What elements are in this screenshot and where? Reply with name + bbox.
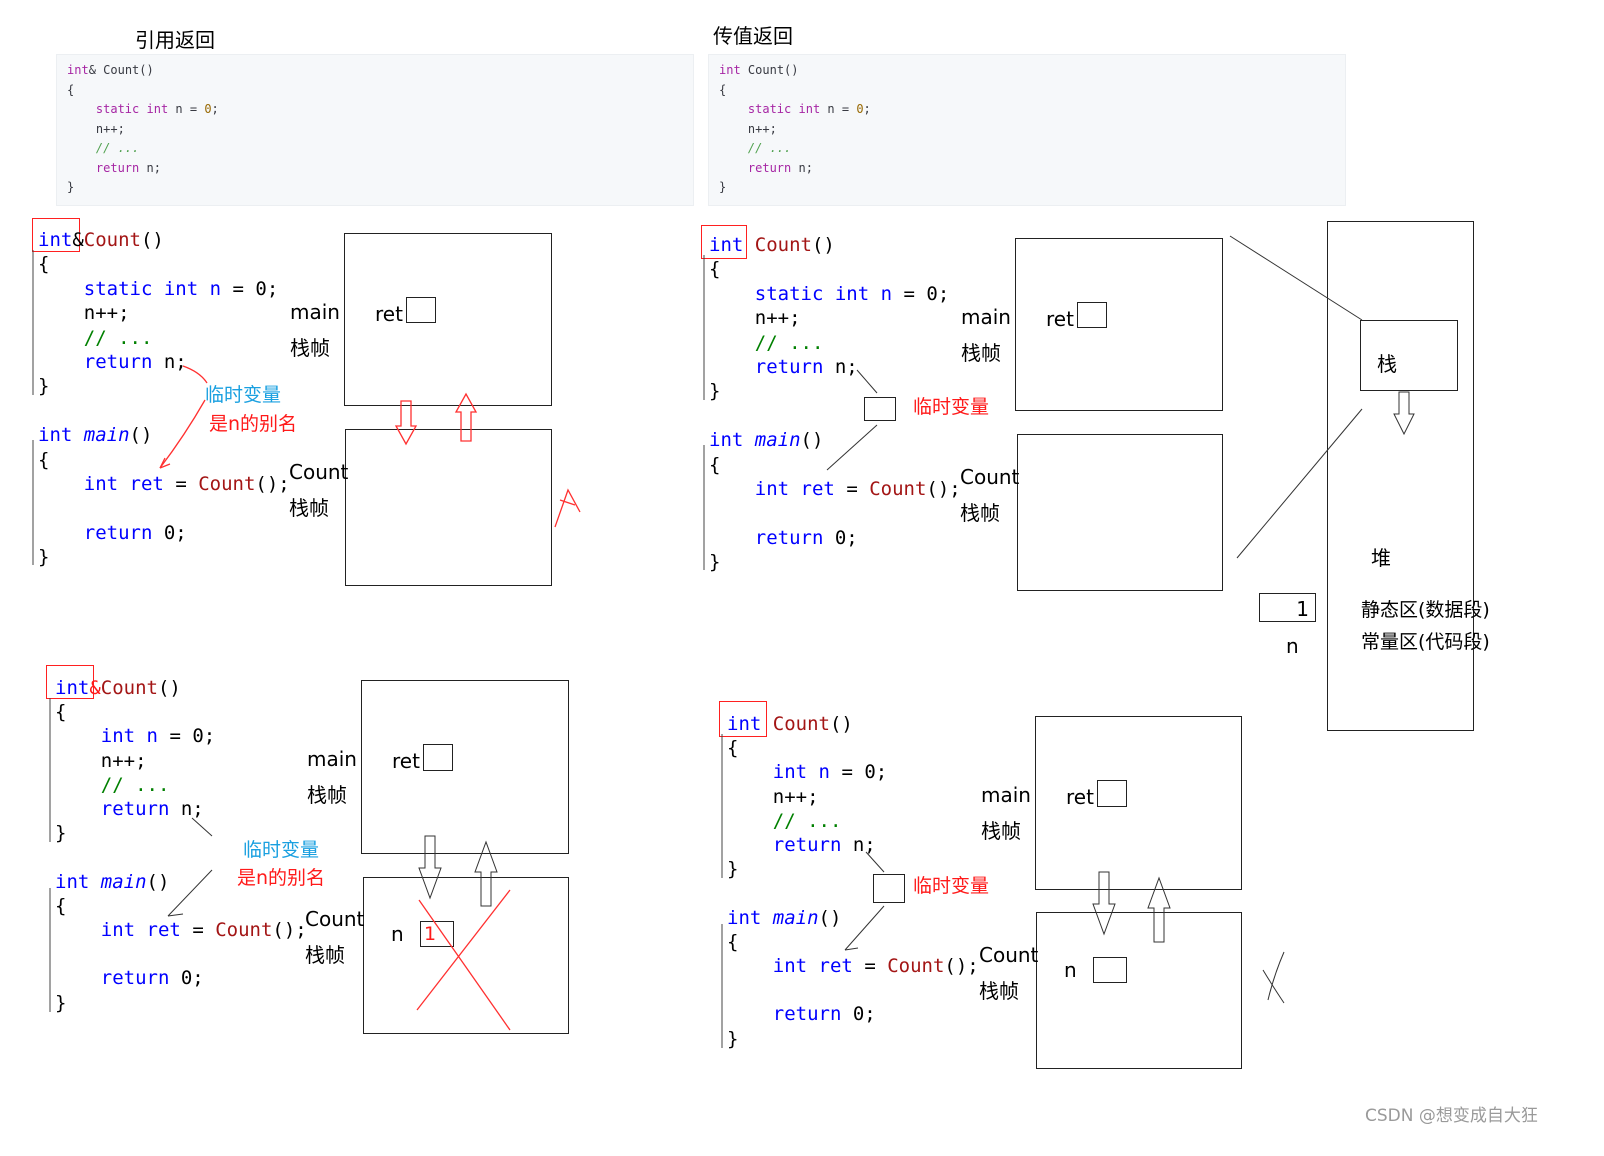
local-n-value: 1 [424,923,437,945]
connector-line [856,369,878,394]
pointer-head [844,947,859,951]
count-label: Count [305,907,365,931]
cross-mark [559,499,576,506]
main-stack-frame [344,233,552,406]
arrow-up [1147,876,1171,943]
const-area-label: 常量区(代码段) [1361,631,1490,653]
temp-var-note: 临时变量 [243,839,320,861]
count-stack-frame [363,877,569,1034]
ret-cell [423,744,453,771]
static-n-value: 1 [1296,597,1309,621]
local-n-cell [1093,957,1127,983]
connector-line [1236,408,1363,559]
pointer-line [182,365,208,384]
main-label: main [307,747,357,771]
arrow-down [418,835,442,900]
static-area-label: 静态区(数据段) [1361,599,1490,621]
ret-label: ret [375,302,403,326]
frame-label: 栈帧 [979,979,1019,1003]
highlight-box [46,665,94,699]
count-stack-frame [345,429,552,586]
ret-cell [1097,780,1127,807]
count-label: Count [289,460,349,484]
main-stack-frame [361,680,569,854]
frame-label: 栈帧 [305,943,345,967]
watermark: CSDN @想变成自大狂 [1365,1106,1538,1126]
arrow-up [474,840,498,907]
temp-var-note: 临时变量 [913,875,990,897]
arrow-down [1092,871,1116,936]
count-label: Count [979,943,1039,967]
temp-var-note: 临时变量 [913,396,990,418]
ret-cell [1077,302,1107,328]
frame-label: 栈帧 [961,341,1001,365]
stack-label: 栈 [1377,352,1397,376]
arrow-down [1393,391,1415,436]
temp-var-cell [873,874,905,903]
ret-label: ret [392,749,420,773]
frame-label: 栈帧 [307,783,347,807]
main-label: main [290,300,340,324]
pointer-head [159,457,171,469]
arrow-up [454,392,478,442]
alias-note: 是n的别名 [237,867,326,889]
highlight-box [32,218,80,252]
cross-mark [554,488,581,528]
memory-region [1327,221,1474,731]
stack-region [1360,320,1458,391]
cross-mark [1267,951,1285,1001]
main-label: main [961,305,1011,329]
local-n-label: n [1064,958,1077,982]
frame-label: 栈帧 [290,336,330,360]
count-label: Count [960,465,1020,489]
highlight-box [719,701,767,737]
local-n-label: n [391,922,404,946]
ret-label: ret [1066,785,1094,809]
static-n-cell: 1 [1259,593,1316,622]
pointer-line [159,399,206,469]
title-ref-return: 引用返回 [135,28,215,52]
connector-line [826,424,878,471]
static-n-label: n [1286,634,1299,658]
temp-var-note: 临时变量 [205,384,282,406]
connector-line [865,851,885,873]
connector-line [844,905,885,951]
code-snippet-value: int Count() { static int n = 0; n++; // … [708,54,1346,206]
ret-cell [406,297,436,323]
cross-line [418,899,511,1031]
local-n-cell: 1 [420,921,454,947]
frame-label: 栈帧 [960,501,1000,525]
alias-note: 是n的别名 [209,413,298,435]
cross-line [416,889,511,1011]
connector-line [191,817,213,837]
main-stack-frame [1035,716,1242,890]
count-stack-frame [1036,912,1242,1069]
title-value-return: 传值返回 [713,24,793,48]
main-stack-frame [1015,238,1223,411]
pointer-head [167,913,184,917]
frame-label: 栈帧 [981,819,1021,843]
ret-label: ret [1046,307,1074,331]
main-label: main [981,783,1031,807]
connector-line [1229,235,1363,321]
arrow-down [394,400,418,446]
highlight-box [701,225,747,259]
cross-mark [1262,969,1285,1004]
count-stack-frame [1017,434,1223,591]
frame-label: 栈帧 [289,496,329,520]
temp-var-cell [864,397,896,421]
heap-label: 堆 [1371,546,1391,570]
code-snippet-ref: int& Count() { static int n = 0; n++; //… [56,54,694,206]
connector-line [167,869,213,917]
